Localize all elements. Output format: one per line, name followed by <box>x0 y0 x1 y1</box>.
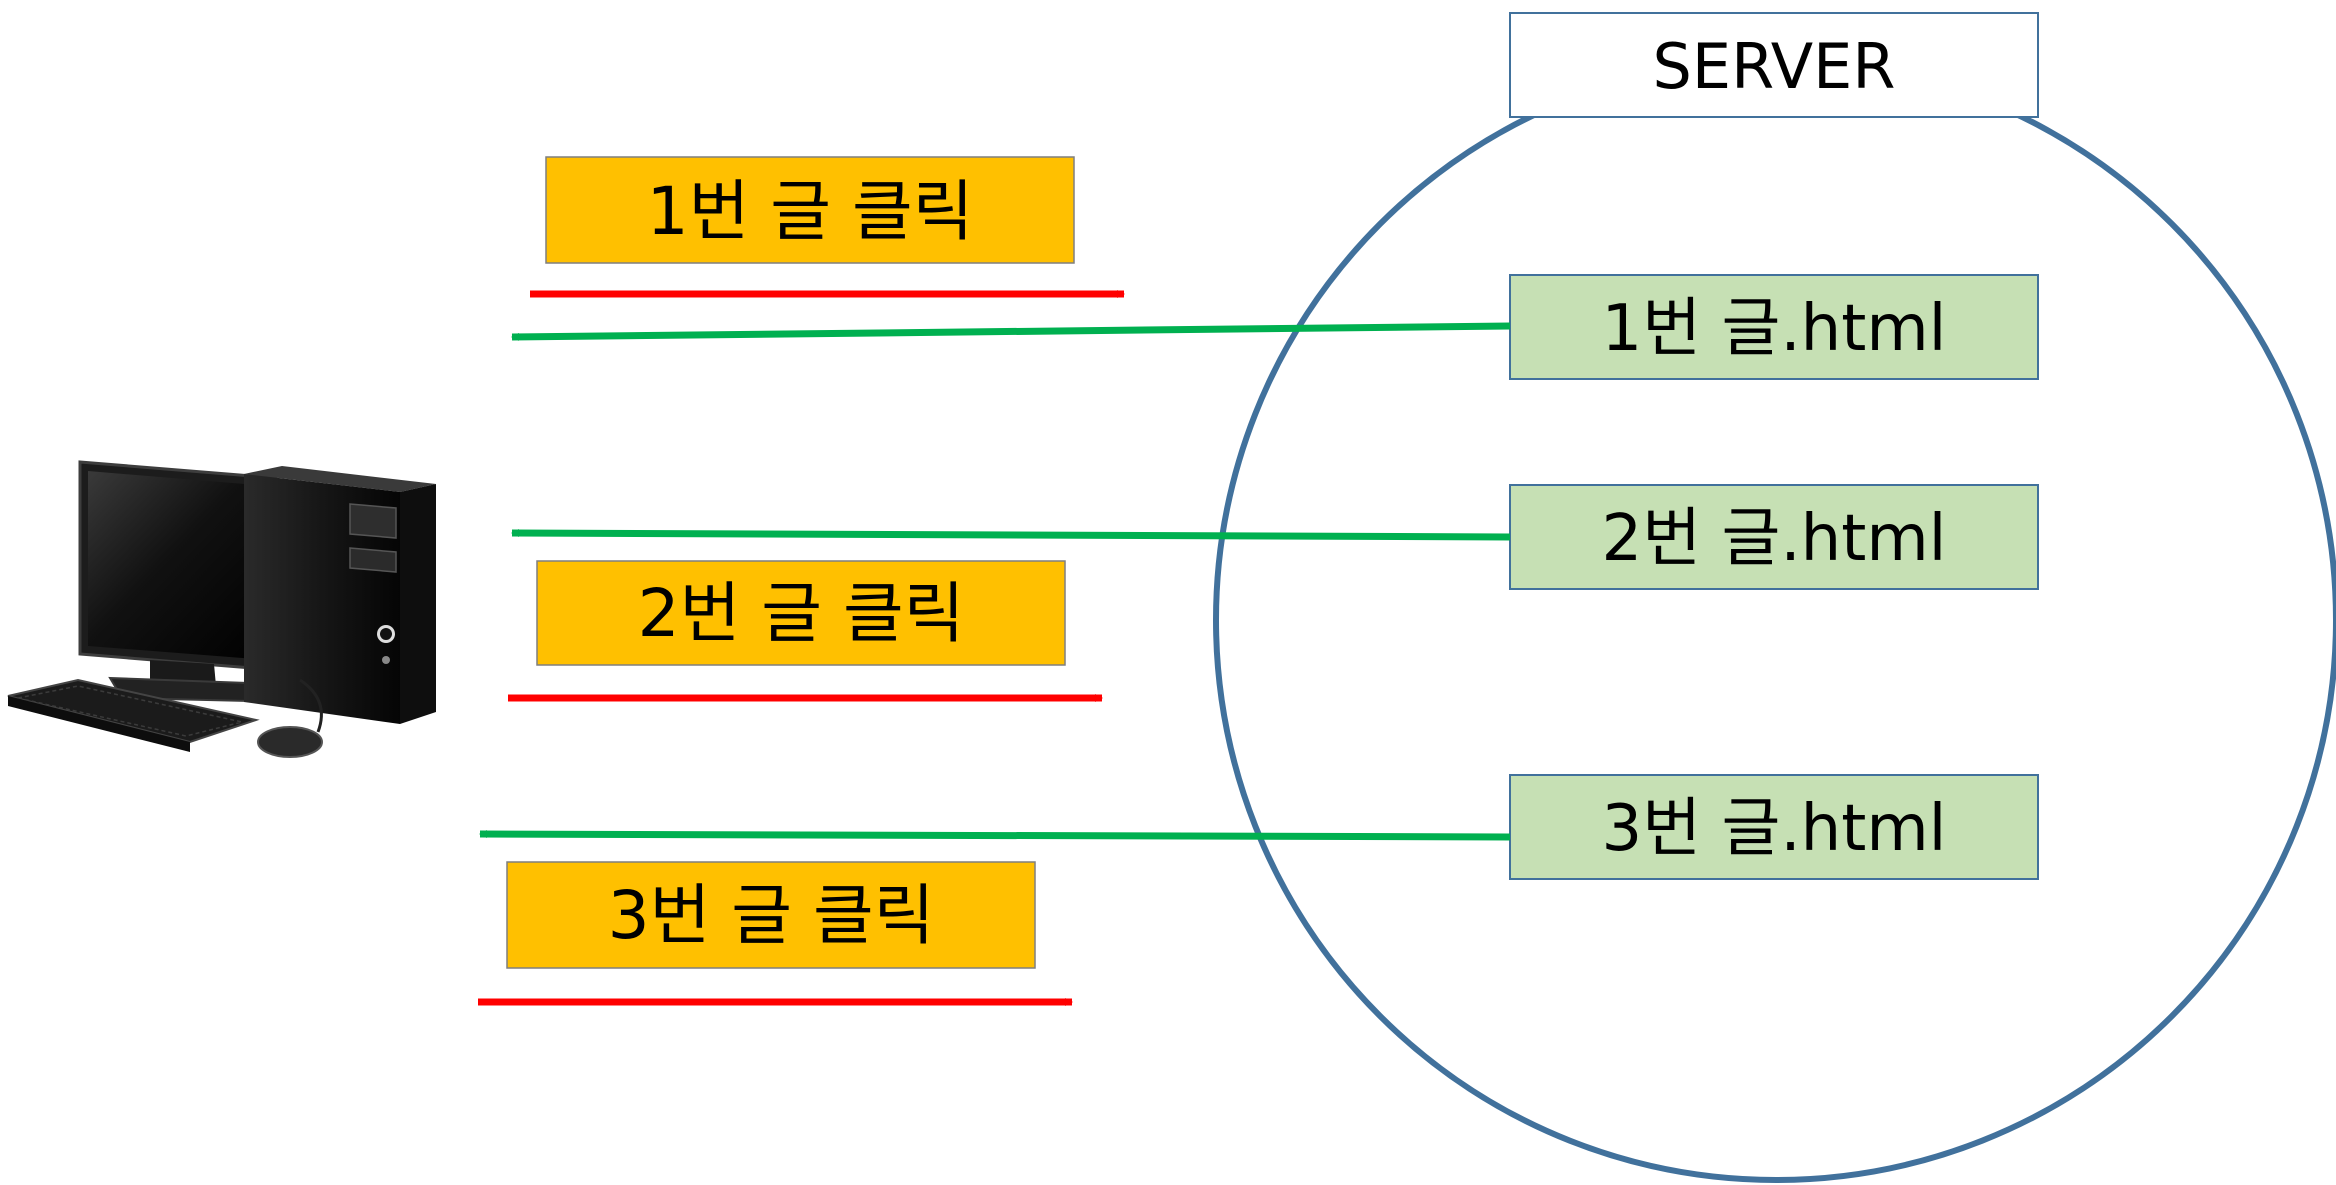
click-box-1: 1번 글 클릭 <box>545 156 1075 264</box>
file-box-1: 1번 글.html <box>1509 274 2039 380</box>
click-box-3: 3번 글 클릭 <box>506 861 1036 969</box>
click-label: 3번 글 클릭 <box>608 877 935 954</box>
keyboard-icon <box>7 678 260 752</box>
server-title-box: SERVER <box>1509 12 2039 118</box>
click-label: 2번 글 클릭 <box>638 575 965 652</box>
server-title: SERVER <box>1653 30 1896 103</box>
response-arrow-3 <box>479 830 1511 841</box>
desktop-computer-icon <box>7 460 436 758</box>
mouse-icon <box>257 678 323 758</box>
click-label: 1번 글 클릭 <box>647 173 974 250</box>
response-arrow-2 <box>511 529 1511 541</box>
click-box-2: 2번 글 클릭 <box>536 560 1066 666</box>
response-arrow-1 <box>511 322 1511 341</box>
file-label: 3번 글.html <box>1602 792 1947 866</box>
server-circle <box>1213 57 2336 1183</box>
tower-icon <box>244 466 436 724</box>
file-label: 2번 글.html <box>1602 502 1947 576</box>
file-box-3: 3번 글.html <box>1509 774 2039 880</box>
file-box-2: 2번 글.html <box>1509 484 2039 590</box>
file-label: 1번 글.html <box>1602 292 1947 366</box>
